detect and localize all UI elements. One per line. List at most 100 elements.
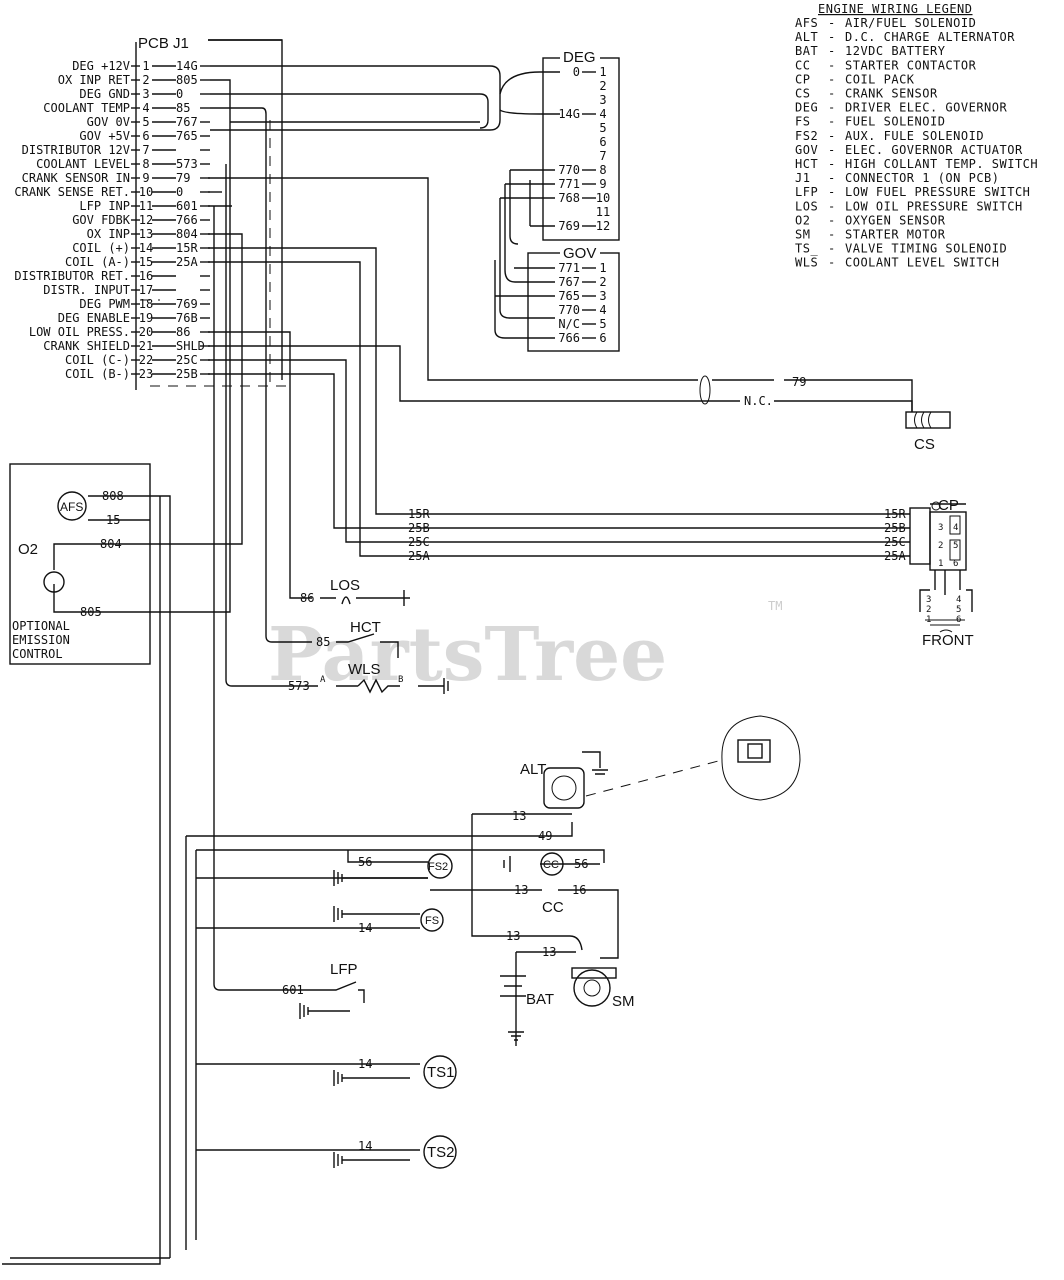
wls-label: WLS (348, 661, 381, 678)
cp-term-2: 2 (938, 541, 943, 551)
sm-label: SM (612, 993, 635, 1010)
deg-pin-wire: 769 (558, 219, 580, 233)
deg-pin-number: 5 (599, 121, 606, 135)
pcb-pin-wire-label: 25A (176, 255, 198, 269)
ts1-label: TS1 (427, 1064, 455, 1081)
pcb-pin-label: DISTRIBUTOR 12V (22, 143, 130, 157)
pcb-pin-label: COIL (B-) (65, 367, 130, 381)
wire-804: 804 (100, 537, 122, 551)
cp-wire-25a: 25A (884, 549, 906, 563)
pcb-pin-number: 13 (139, 227, 153, 241)
legend-desc: AUX. FULE SOLENOID (845, 129, 984, 143)
wire-13-sm: 13 (506, 929, 520, 943)
pcb-pin-number: 3 (142, 87, 149, 101)
pcb-pin-number: 12 (139, 213, 153, 227)
bat-label: BAT (526, 991, 554, 1008)
pcb-pin-number: 15 (139, 255, 153, 269)
cp-plug-1: 1 (926, 615, 931, 625)
pcb-pin-label: COIL (C-) (65, 353, 130, 367)
alt-label: ALT (520, 761, 546, 778)
gov-pin-wire: 766 (558, 331, 580, 345)
deg-pin-number: 6 (599, 135, 606, 149)
deg-pin-wire: 14G (558, 107, 580, 121)
pcb-pin-label: COOLANT LEVEL (36, 157, 130, 171)
deg-pin-number: 2 (599, 79, 606, 93)
legend-code: FS (795, 115, 810, 129)
wire-13-bat: 13 (542, 945, 556, 959)
o2-label: O2 (18, 541, 38, 558)
pcb-pin-label: OX INP RET (58, 73, 130, 87)
legend-code: SM (795, 228, 810, 242)
cp-plug-3: 3 (926, 595, 931, 605)
deg-pin-number: 11 (596, 205, 610, 219)
cp-term-5: 5 (953, 541, 958, 551)
pcb-pin-wire-label: 766 (176, 213, 198, 227)
emission-control-box (9, 463, 151, 665)
wire-14-ts1: 14 (358, 1057, 372, 1071)
pcb-pin-number: 18 (139, 297, 153, 311)
pcb-pin-label: GOV +5V (79, 129, 130, 143)
cs-nc: N.C. (744, 394, 773, 408)
legend-dash: - (828, 228, 836, 242)
gov-pin-wire: 770 (558, 303, 580, 317)
pcb-pin-wire-label: 601 (176, 199, 198, 213)
deg-pin-wire: 770 (558, 163, 580, 177)
cp-term-6: 6 (953, 559, 958, 569)
gov-title-bg (560, 245, 600, 259)
gov-pin-number: 3 (599, 289, 606, 303)
pcb-pin-label: DEG ENABLE (58, 311, 130, 325)
pcb-pin-number: 21 (139, 339, 153, 353)
cp-term-4: 4 (953, 523, 958, 533)
deg-title: DEG (563, 49, 596, 66)
legend-code: WLS (795, 256, 818, 270)
legend-dash: - (828, 199, 836, 213)
pcb-pin-label: COIL (+) (72, 241, 130, 255)
pcb-pin-label: OX INP (87, 227, 130, 241)
pcb-pin-label: LOW OIL PRESS. (29, 325, 130, 339)
legend-desc: HIGH COLLANT TEMP. SWITCH (845, 157, 1038, 171)
legend-code: ALT (795, 30, 818, 44)
pcb-pin-wire-label: 25C (176, 353, 198, 367)
pcb-pin-wire-label: 79 (176, 171, 190, 185)
legend-dash: - (828, 72, 836, 86)
legend-dash: - (828, 256, 836, 270)
legend-desc: AIR/FUEL SOLENOID (845, 16, 976, 30)
legend-dash: - (828, 143, 836, 157)
wires (2, 39, 973, 1265)
legend-desc: CONNECTOR 1 (ON PCB) (845, 171, 1000, 185)
wire-15: 15 (106, 513, 120, 527)
legend-code: CC (795, 58, 810, 72)
afs-label: AFS (60, 500, 83, 514)
pcb-pin-wire-label: 573 (176, 157, 198, 171)
cc-symbol-label: CC (543, 859, 559, 871)
pcb-pin-number: 4 (142, 101, 149, 115)
legend-desc: VALVE TIMING SOLENOID (845, 242, 1007, 256)
legend-code: FS2 (795, 129, 818, 143)
ts2-label: TS2 (427, 1144, 455, 1161)
legend-desc: ELEC. GOVERNOR ACTUATOR (845, 143, 1023, 157)
fs-label: FS (425, 915, 439, 927)
pcb-pin-number: 8 (142, 157, 149, 171)
pcb-pin-number: 11 (139, 199, 153, 213)
hct-label: HCT (350, 619, 381, 636)
deg-pin-number: 4 (599, 107, 606, 121)
wire-49: 49 (538, 829, 552, 843)
cs-label: CS (914, 436, 935, 453)
pcb-pin-label: DEG GND (79, 87, 130, 101)
legend-dash: - (828, 157, 836, 171)
cc-symbol (540, 852, 564, 876)
pcb-pin-wire-label: 25B (176, 367, 198, 381)
deg-pin-number: 1 (599, 65, 606, 79)
deg-pin-number: 10 (596, 191, 610, 205)
wire-16: 16 (572, 883, 586, 897)
deg-pin-wire: 768 (558, 191, 580, 205)
pcb-pin-wire-label: 805 (176, 73, 198, 87)
legend-dash: - (828, 30, 836, 44)
fs-symbol (420, 908, 444, 932)
pcb-pin-number: 23 (139, 367, 153, 381)
wire-14-fs: 14 (358, 921, 372, 935)
